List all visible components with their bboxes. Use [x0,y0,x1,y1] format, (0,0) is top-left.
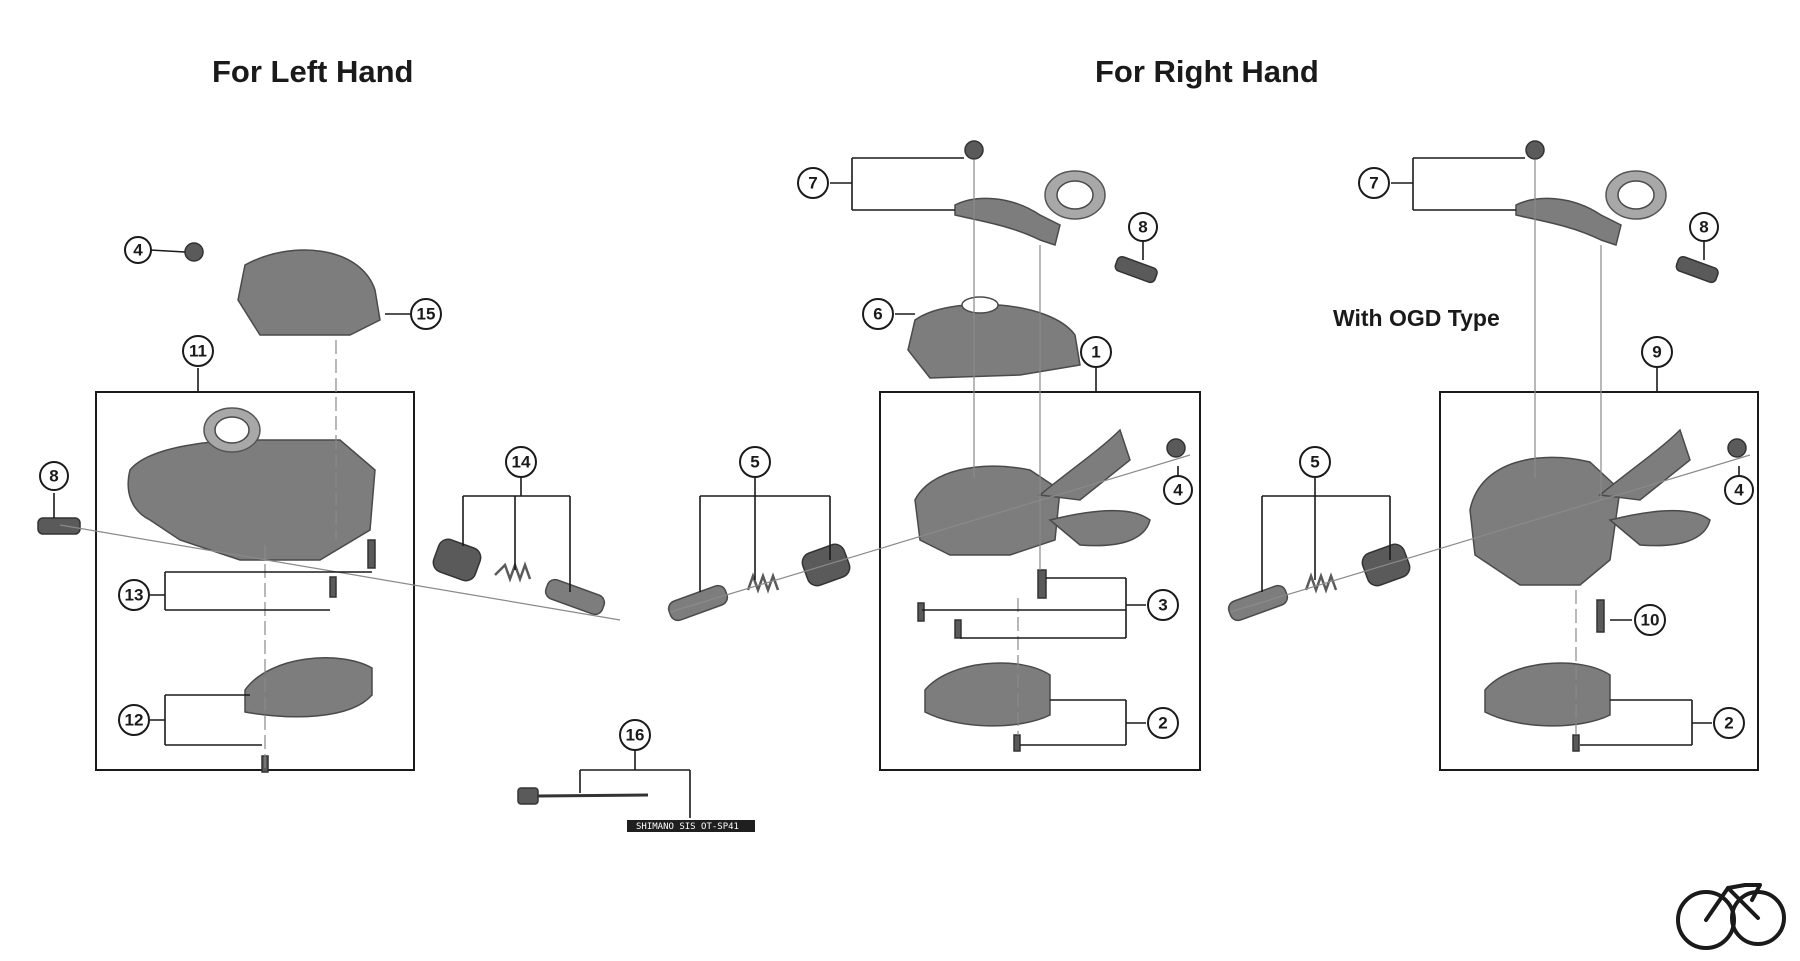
callout-4-left: 4 [124,236,152,264]
right-upper-lever-part [1038,428,1131,501]
ogd-base-screw [1572,734,1580,752]
svg-text:8: 8 [1138,218,1147,237]
right-body-part [914,465,1061,556]
callout-12: 12 [118,704,150,736]
left-cover-part [237,249,381,336]
heading-right-hand: For Right Hand [1095,54,1319,89]
svg-text:2: 2 [1158,714,1167,733]
inner-cable-part [537,793,649,798]
svg-text:2: 2 [1724,714,1733,733]
callout-6: 6 [862,298,894,330]
callout-8-ogd: 8 [1689,212,1719,242]
callout-5-ogd: 5 [1299,446,1331,478]
left-body-part [127,439,376,561]
right-clamp-bolt-part [1114,255,1158,284]
svg-text:14: 14 [512,453,531,472]
svg-text:3: 3 [1158,596,1167,615]
svg-text:1: 1 [1091,343,1100,362]
right-bracket-bolt-part [964,140,984,160]
svg-text:6: 6 [873,305,882,324]
svg-text:16: 16 [626,726,645,745]
callout-4-right: 4 [1163,475,1193,505]
callout-13: 13 [118,579,150,611]
callout-8-right: 8 [1128,212,1158,242]
svg-text:5: 5 [1310,453,1319,472]
callout-16: 16 [619,719,651,751]
callout-3: 3 [1147,589,1179,621]
svg-text:8: 8 [1699,218,1708,237]
cable-label-text: SHIMANO SIS OT-SP41 [636,822,739,832]
right-cap-part [1166,438,1186,458]
left-pin-part [544,578,606,616]
right-hand-assembly [667,140,1201,771]
svg-text:5: 5 [750,453,759,472]
ogd-cap-part [1727,438,1747,458]
left-main-unit-box [95,391,415,771]
svg-text:12: 12 [125,711,144,730]
left-screw-part [329,576,337,598]
callout-4-ogd: 4 [1724,475,1754,505]
right-screw-part [954,619,962,639]
callout-7-right: 7 [797,167,829,199]
right-base-part [924,662,1051,727]
right-spring-part [746,572,780,594]
svg-text:8: 8 [49,467,58,486]
svg-text:7: 7 [1369,174,1378,193]
svg-text:9: 9 [1652,343,1661,362]
left-screw-part [367,539,376,569]
svg-text:13: 13 [125,586,144,605]
svg-text:4: 4 [1734,481,1744,500]
ogd-bracket-bolt-part [1525,140,1545,160]
callout-7-ogd: 7 [1358,167,1390,199]
right-cover-part [907,303,1081,379]
ogd-main-unit-box [1439,391,1759,771]
right-lower-lever-part [1048,509,1151,547]
cable-assembly: SHIMANO SIS OT-SP41 [517,751,755,832]
callout-8-left: 8 [39,461,69,491]
callout-10: 10 [1634,604,1666,636]
ogd-body-part [1469,456,1621,586]
heading-left-hand: For Left Hand [212,54,414,89]
ogd-lower-lever-part [1608,509,1711,547]
svg-text:11: 11 [189,342,207,361]
left-bolt-part [37,517,81,535]
callout-11: 11 [182,335,214,367]
ogd-upper-lever-part [1598,428,1691,501]
callout-5-right: 5 [739,446,771,478]
bicycle-icon [1676,883,1786,950]
ogd-spring-part [1304,572,1338,594]
callout-2-ogd: 2 [1713,707,1745,739]
svg-text:7: 7 [808,174,817,193]
heading-ogd-type: With OGD Type [1333,305,1500,331]
right-screw-part [1037,569,1047,599]
cable-end-part [517,787,539,805]
ogd-base-part [1484,662,1611,727]
svg-text:4: 4 [133,241,143,260]
right-screw-part [917,602,925,622]
left-sleeve-part [432,538,482,582]
left-base-part [244,657,373,718]
svg-text:4: 4 [1173,481,1183,500]
svg-text:10: 10 [1641,611,1660,630]
ogd-type-assembly [1227,140,1759,771]
callout-1: 1 [1080,336,1112,368]
ogd-bracket-arm-part [1515,197,1622,246]
callout-2-right: 2 [1147,707,1179,739]
right-bracket-arm-part [954,197,1061,246]
callout-15: 15 [410,298,442,330]
callout-9: 9 [1641,336,1673,368]
left-cap-part [184,242,204,262]
cable-label-part [627,820,755,832]
svg-text:15: 15 [417,305,436,324]
right-base-screw [1013,734,1021,752]
ogd-clamp-bolt-part [1675,255,1719,284]
ogd-screw-part [1596,599,1605,633]
callout-14: 14 [505,446,537,478]
left-spring-part [494,561,532,583]
left-hand-assembly [37,242,621,773]
